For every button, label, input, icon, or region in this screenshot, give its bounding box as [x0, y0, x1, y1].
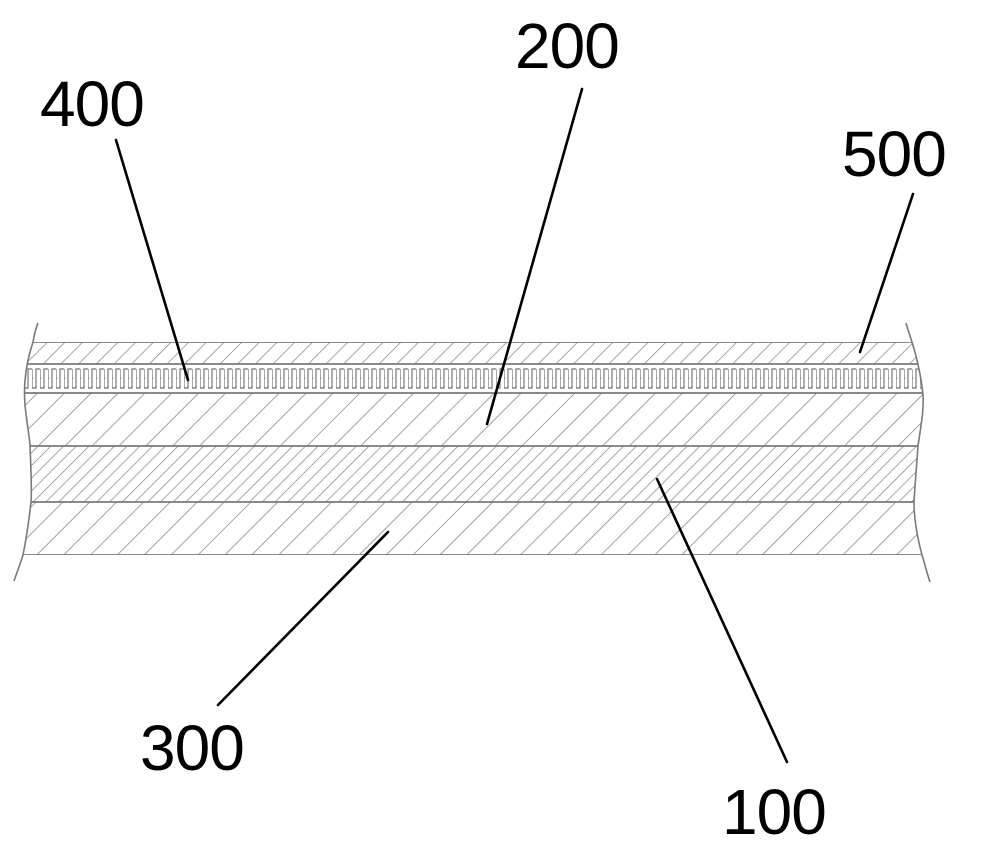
layer-boundaries: [23, 342, 924, 555]
right-break-line: [905, 322, 931, 583]
leader-line-200: [485, 87, 584, 426]
layer-stack: [23, 342, 924, 555]
reference-label-100: 100: [722, 776, 827, 848]
leader-line-300: [216, 530, 390, 707]
reference-label-200: 200: [515, 10, 620, 82]
leader-line-100: [655, 477, 789, 764]
leader-lines: [114, 87, 915, 764]
reference-label-300: 300: [140, 712, 245, 784]
layer-200: [23, 393, 924, 446]
layer-300: [23, 502, 924, 555]
layer-500: [23, 342, 924, 364]
leader-line-400: [114, 138, 190, 382]
reference-label-400: 400: [40, 68, 145, 140]
layer-400: [23, 364, 924, 393]
layer-100: [23, 446, 924, 502]
left-break-line: [13, 322, 39, 582]
reference-label-500: 500: [842, 118, 947, 190]
leader-line-500: [858, 192, 915, 354]
